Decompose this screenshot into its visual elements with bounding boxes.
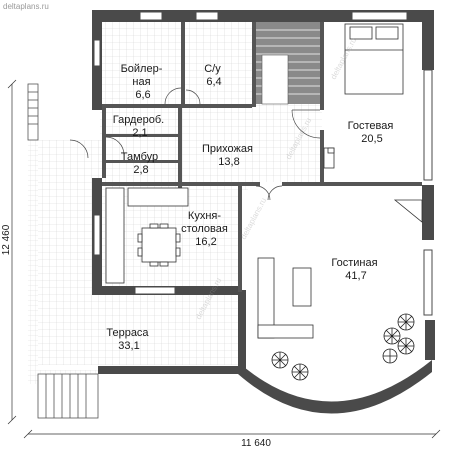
room-label-vestibule: Тамбур 2,8 (121, 151, 161, 176)
room-label-wc: С/у 6,4 (204, 63, 224, 88)
room-label-kitchen: Кухня- столовая 16,2 (181, 210, 231, 248)
room-label-boiler: Бойлер- ная 6,6 (121, 63, 166, 101)
room-label-wardrobe: Гардероб. 2,1 (113, 114, 168, 139)
room-labels: Бойлер- ная 6,6 С/у 6,4 Гостевая 20,5 Га… (106, 63, 397, 352)
fireplace (393, 199, 423, 223)
watermark-text: deltaplans.ru (3, 2, 49, 11)
dimension-height: 12 460 (1, 224, 12, 255)
room-label-living: Гостиная 41,7 (331, 257, 380, 282)
guest-desk (323, 147, 335, 169)
room-label-terrace: Терраса 33,1 (106, 327, 151, 352)
door-swings (69, 87, 321, 201)
room-label-hall: Прихожая 13,8 (202, 143, 256, 168)
interior-walls (102, 22, 422, 292)
terrace-stairs (27, 83, 99, 419)
room-label-guest: Гостевая 20,5 (348, 120, 397, 145)
staircase (256, 22, 320, 105)
dimension-lines (7, 79, 441, 439)
bay-floor (262, 345, 410, 394)
top-windows (93, 11, 433, 316)
plants (271, 313, 415, 381)
bed (344, 23, 404, 95)
dimension-width: 11 640 (241, 438, 271, 449)
kitchen-set (105, 187, 189, 284)
sofa (257, 257, 314, 339)
